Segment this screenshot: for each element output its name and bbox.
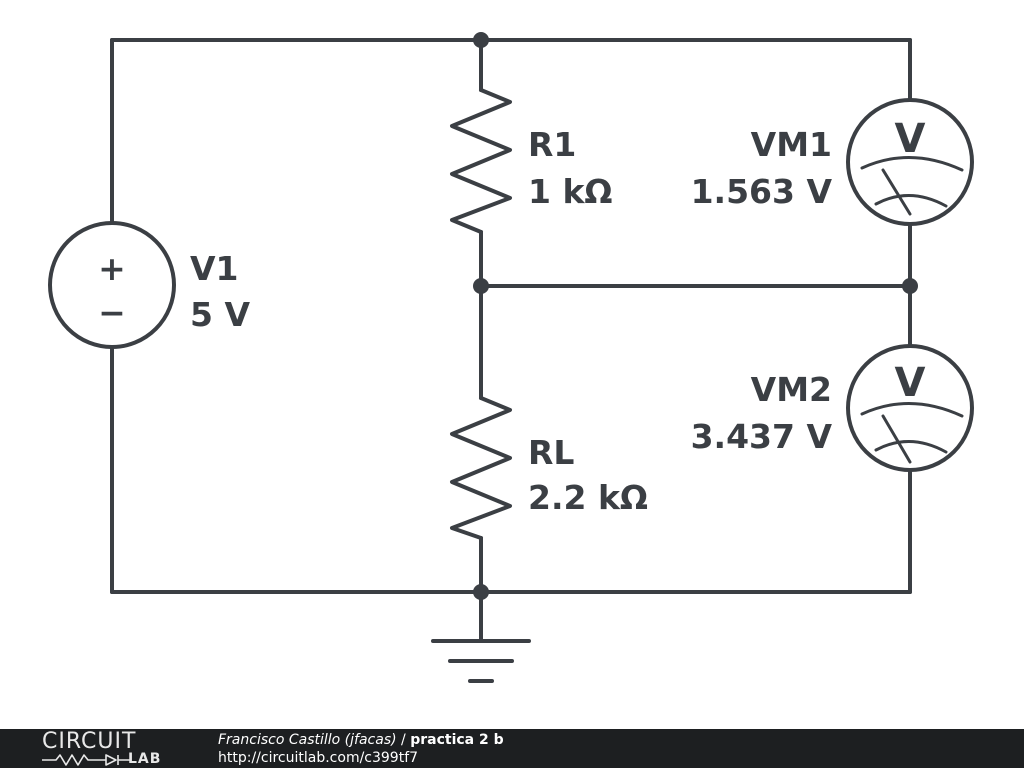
v1-plus-sign: + <box>98 249 126 288</box>
vm2-symbol: V <box>895 360 926 406</box>
voltage-source-icon <box>48 221 176 349</box>
v1-value-label: 5 V <box>190 295 250 334</box>
footer-credit: Francisco Castillo (jfacas) / practica 2… <box>218 731 504 749</box>
v1-minus-sign: − <box>98 293 126 332</box>
resistor-squiggle-icon <box>42 754 130 766</box>
circuitlab-logo[interactable]: CIRCUIT LAB <box>42 729 182 768</box>
v1-name-label: V1 <box>190 249 239 288</box>
voltmeter-icon <box>846 344 974 472</box>
ground-icon <box>431 639 531 683</box>
resistor-rl: RL 2.2 kΩ <box>450 396 648 540</box>
resistor-r1: R1 1 kΩ <box>450 88 612 234</box>
voltage-source-v1: + − V1 5 V <box>48 221 250 349</box>
vm2-name-label: VM2 <box>751 370 832 409</box>
rl-name-label: RL <box>528 433 574 472</box>
voltmeter-vm1: V VM1 1.563 V <box>691 98 974 226</box>
r1-value-label: 1 kΩ <box>528 172 612 211</box>
vm1-symbol: V <box>895 116 926 162</box>
meter-needle <box>881 414 912 464</box>
junction-node <box>473 584 489 600</box>
vm1-name-label: VM1 <box>751 125 832 164</box>
rl-value-label: 2.2 kΩ <box>528 478 648 517</box>
resistor-icon <box>450 88 512 234</box>
junction-node <box>902 278 918 294</box>
r1-name-label: R1 <box>528 125 576 164</box>
voltmeter-icon <box>846 98 974 226</box>
wires <box>110 38 912 642</box>
vm1-value-label: 1.563 V <box>691 172 833 211</box>
voltmeter-vm2: V VM2 3.437 V <box>691 344 974 472</box>
footer-circuit-title[interactable]: practica 2 b <box>410 732 504 748</box>
meter-needle <box>881 168 912 216</box>
footer-author[interactable]: Francisco Castillo (jfacas) <box>218 732 397 748</box>
junction-node <box>473 278 489 294</box>
circuit-schematic: + − V1 5 V R1 1 kΩ RL 2.2 kΩ V VM1 1.563… <box>48 32 974 683</box>
logo-text-bottom: LAB <box>128 751 162 767</box>
footer-url-link[interactable]: http://circuitlab.com/c399tf7 <box>218 750 419 766</box>
footer-separator: / <box>396 732 411 748</box>
vm2-value-label: 3.437 V <box>691 417 833 456</box>
junctions <box>473 32 918 600</box>
meter-scale-arc <box>860 402 964 418</box>
junction-node <box>473 32 489 48</box>
meter-scale-arc <box>860 156 964 172</box>
footer-bar: CIRCUIT LAB Francisco Castillo (jfacas) … <box>0 729 1024 768</box>
meter-scale-arc <box>874 440 948 454</box>
meter-scale-arc <box>874 194 948 208</box>
logo-text-top: CIRCUIT <box>42 729 137 754</box>
resistor-icon <box>450 396 512 540</box>
